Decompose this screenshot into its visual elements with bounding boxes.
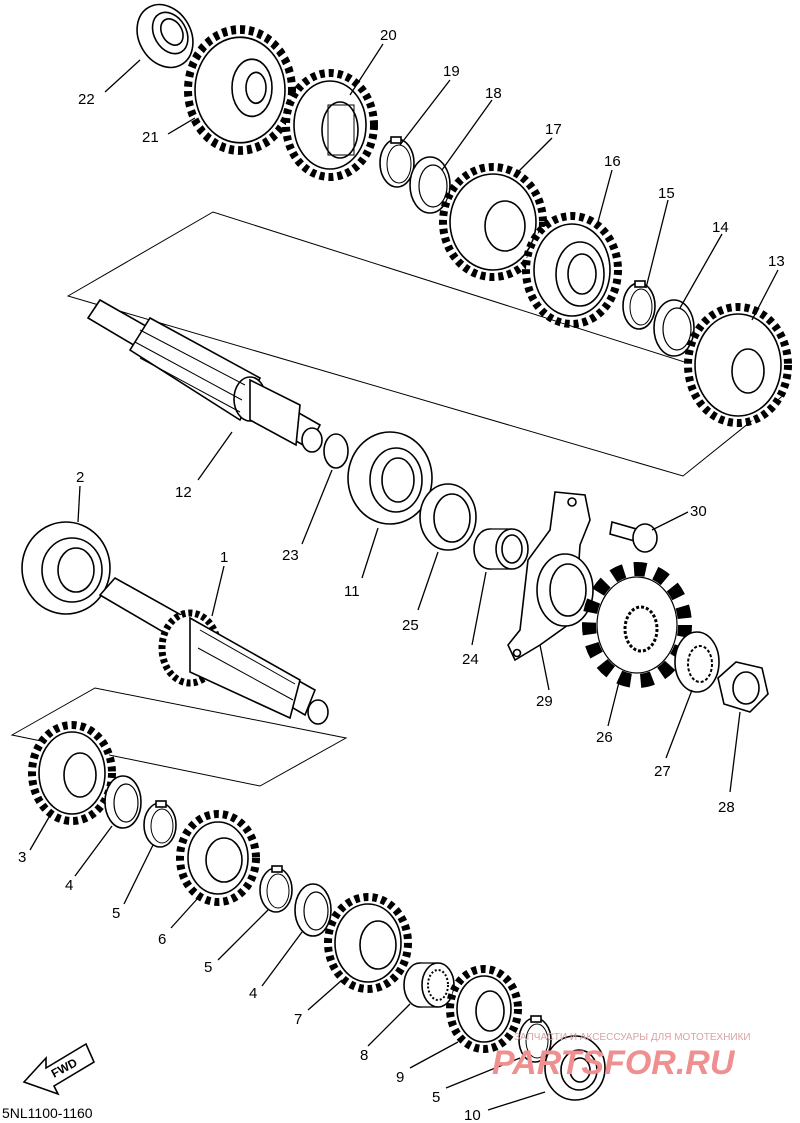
callout-8: 8 [360, 1047, 368, 1064]
callout-24: 24 [462, 651, 479, 668]
callout-9: 9 [396, 1069, 404, 1086]
drive-axle-part-1 [98, 576, 329, 725]
callout-7: 7 [294, 1011, 302, 1028]
callout-3: 3 [18, 849, 26, 866]
callout-13: 13 [768, 253, 785, 270]
bearing-part-11 [347, 431, 433, 525]
gear-part-7 [324, 893, 412, 993]
watermark-logo-text: PARTSFOR.RU [492, 1044, 736, 1082]
drawing-code: 5NL1100-1160 [2, 1105, 93, 1121]
callout-1: 1 [220, 549, 228, 566]
callout-10: 10 [464, 1107, 481, 1123]
sprocket-part-26 [582, 562, 692, 688]
callout-4: 4 [249, 985, 257, 1002]
callout-28: 28 [718, 799, 735, 816]
circlip-part-19 [379, 136, 415, 188]
callout-11: 11 [344, 583, 360, 600]
circlip-part-5a [143, 800, 177, 848]
callout-2: 2 [76, 469, 84, 486]
callout-5: 5 [204, 959, 212, 976]
washer-part-4b [294, 883, 332, 937]
leader-lines [29, 43, 779, 1111]
o-ring-part-23 [323, 433, 349, 469]
callout-labels: 22 21 20 19 18 17 16 15 14 13 12 23 11 2… [18, 27, 785, 1123]
gear-part-16 [522, 212, 622, 328]
watermark-tagline: ЗАПЧАСТИ И АКСЕССУАРЫ ДЛЯ МОТОТЕХНИКИ [514, 1032, 751, 1043]
lock-washer-part-27 [674, 631, 720, 693]
callout-25: 25 [402, 617, 419, 634]
callout-5: 5 [432, 1089, 440, 1106]
callout-14: 14 [712, 219, 729, 236]
main-axle-part-12 [86, 298, 323, 453]
callout-6: 6 [158, 931, 166, 948]
bearing-part-22 [136, 3, 194, 69]
gear-part-20 [282, 69, 378, 181]
gear-part-6 [176, 810, 260, 906]
callout-23: 23 [282, 547, 299, 564]
callout-21: 21 [142, 129, 159, 146]
gear-part-17 [439, 163, 547, 281]
callout-22: 22 [78, 91, 95, 108]
bearing-part-10 [544, 1035, 606, 1101]
needle-bearing-part-8 [403, 962, 455, 1008]
callout-12: 12 [175, 484, 192, 501]
callout-17: 17 [545, 121, 562, 138]
callout-26: 26 [596, 729, 613, 746]
callout-29: 29 [536, 693, 553, 710]
washer-part-18 [409, 156, 451, 214]
gear-part-3 [28, 721, 116, 825]
callout-5: 5 [112, 905, 120, 922]
collar-part-24 [473, 528, 529, 570]
driveshaft-group-box [10, 687, 348, 787]
callout-4: 4 [65, 877, 73, 894]
callout-16: 16 [604, 153, 621, 170]
oil-seal-part-25 [419, 483, 477, 551]
nut-part-28 [717, 661, 769, 713]
washer-part-14 [653, 299, 695, 357]
washer-part-4a [104, 775, 142, 829]
circlip-part-15 [622, 280, 656, 330]
gear-part-21 [184, 25, 296, 155]
bearing-part-2 [21, 521, 111, 615]
callout-30: 30 [690, 503, 707, 520]
callout-18: 18 [485, 85, 502, 102]
circlip-part-5b [259, 865, 293, 913]
callout-20: 20 [380, 27, 397, 44]
callout-19: 19 [443, 63, 460, 80]
gear-part-13 [684, 303, 792, 427]
forward-direction-arrow: FWD [22, 1042, 96, 1096]
holder-part-29 [507, 491, 594, 662]
gear-part-9 [446, 965, 522, 1053]
callout-27: 27 [654, 763, 671, 780]
callout-15: 15 [658, 185, 675, 202]
circlip-part-5c [518, 1015, 552, 1063]
bolt-part-30 [609, 520, 658, 553]
